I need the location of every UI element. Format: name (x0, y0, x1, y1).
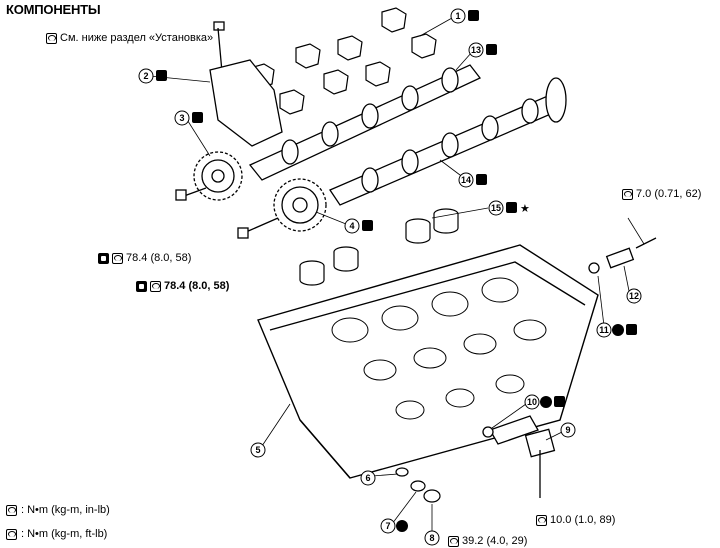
callout-1: 1 (450, 8, 466, 24)
page-title: КОМПОНЕНТЫ (6, 2, 101, 17)
svg-text:8: 8 (429, 533, 434, 543)
callout-4: 4 (344, 218, 360, 234)
callout-7: 7 (380, 518, 396, 534)
apply-oil-icon (506, 202, 517, 213)
svg-text:3: 3 (179, 113, 184, 123)
torque-label-camshaft-1: 78.4 (8.0, 58) (98, 252, 191, 264)
legend-ft-lb: : N•m (kg-m, ft-lb) (6, 528, 107, 540)
bolt (213, 21, 225, 73)
torque-wrench-icon (112, 252, 123, 264)
star-marker: ★ (520, 203, 530, 215)
callout-12: 12 (626, 288, 642, 304)
apply-oil-icon (98, 252, 109, 264)
part-symbols (156, 10, 637, 532)
torque-value: 39.2 (4.0, 29) (462, 535, 528, 547)
svg-text:9: 9 (565, 425, 570, 435)
callout-14: 14 (458, 172, 474, 188)
torque-wrench-icon (622, 188, 633, 200)
torque-wrench-icon (6, 504, 17, 516)
apply-oil-icon (362, 220, 373, 231)
bolts (175, 187, 279, 239)
legend-text: : N•m (kg-m, ft-lb) (21, 528, 108, 540)
apply-oil-icon (136, 280, 147, 292)
callout-2: 2 (138, 68, 154, 84)
svg-text:5: 5 (255, 445, 260, 455)
callout-9: 9 (560, 422, 576, 438)
torque-value: 7.0 (0.71, 62) (636, 188, 702, 200)
callout-6: 6 (360, 470, 376, 486)
camshaft-bracket (209, 59, 283, 147)
torque-value: 78.4 (8.0, 58) (126, 252, 192, 264)
apply-oil-icon (476, 174, 487, 185)
svg-text:13: 13 (471, 45, 481, 55)
cam-sprocket-2 (273, 178, 327, 232)
cylinder-head (257, 244, 599, 479)
torque-label-valve: 10.0 (1.0, 89) (536, 514, 615, 526)
plugs (395, 467, 441, 503)
legend-text: : N•m (kg-m, in-lb) (21, 504, 110, 516)
callout-11: 11 (596, 322, 612, 338)
callout-13: 13 (468, 42, 484, 58)
svg-text:7: 7 (385, 521, 390, 531)
apply-oil-icon (192, 112, 203, 123)
svg-text:15: 15 (491, 203, 501, 213)
svg-text:2: 2 (143, 71, 148, 81)
torque-value: 10.0 (1.0, 89) (550, 514, 616, 526)
svg-text:6: 6 (365, 473, 370, 483)
callout-3: 3 (174, 110, 190, 126)
apply-oil-icon (156, 70, 167, 81)
svg-text:4: 4 (349, 221, 354, 231)
callout-5: 5 (250, 442, 266, 458)
replace-part-icon (540, 396, 552, 408)
callout-8: 8 (424, 530, 440, 546)
apply-oil-icon (554, 396, 565, 407)
valve-lifters (299, 208, 459, 286)
apply-oil-icon (468, 10, 479, 21)
torque-wrench-icon (46, 32, 57, 44)
apply-oil-icon (626, 324, 637, 335)
exhaust-camshaft (329, 77, 567, 206)
oil-control-valve (482, 415, 556, 498)
svg-text:11: 11 (599, 325, 609, 335)
camshaft-sensor (588, 237, 657, 274)
torque-wrench-icon (448, 535, 459, 547)
torque-label-camshaft-2: 78.4 (8.0, 58) (136, 280, 229, 292)
svg-text:14: 14 (461, 175, 471, 185)
svg-text:12: 12 (629, 291, 639, 301)
apply-oil-icon (486, 44, 497, 55)
intake-camshaft (248, 64, 482, 181)
callouts: 1 13 2 3 4 14 15 5 6 7 8 9 10 11 12 (138, 8, 642, 546)
replace-part-icon (396, 520, 408, 532)
see-below-note: См. ниже раздел «Установка» (46, 32, 213, 44)
see-below-note-text: См. ниже раздел «Установка» (60, 32, 214, 44)
cam-sprocket (193, 151, 243, 201)
callout-10: 10 (524, 394, 540, 410)
svg-text:10: 10 (527, 397, 537, 407)
callout-15: 15 (488, 200, 504, 216)
replace-part-icon (612, 324, 624, 336)
svg-text:1: 1 (455, 11, 460, 21)
torque-wrench-icon (6, 528, 17, 540)
torque-wrench-icon (536, 514, 547, 526)
torque-label-sensor: 7.0 (0.71, 62) (622, 188, 701, 200)
legend-in-lb: : N•m (kg-m, in-lb) (6, 504, 110, 516)
torque-value: 78.4 (8.0, 58) (164, 280, 230, 292)
torque-label-plug: 39.2 (4.0, 29) (448, 535, 527, 547)
torque-wrench-icon (150, 280, 161, 292)
